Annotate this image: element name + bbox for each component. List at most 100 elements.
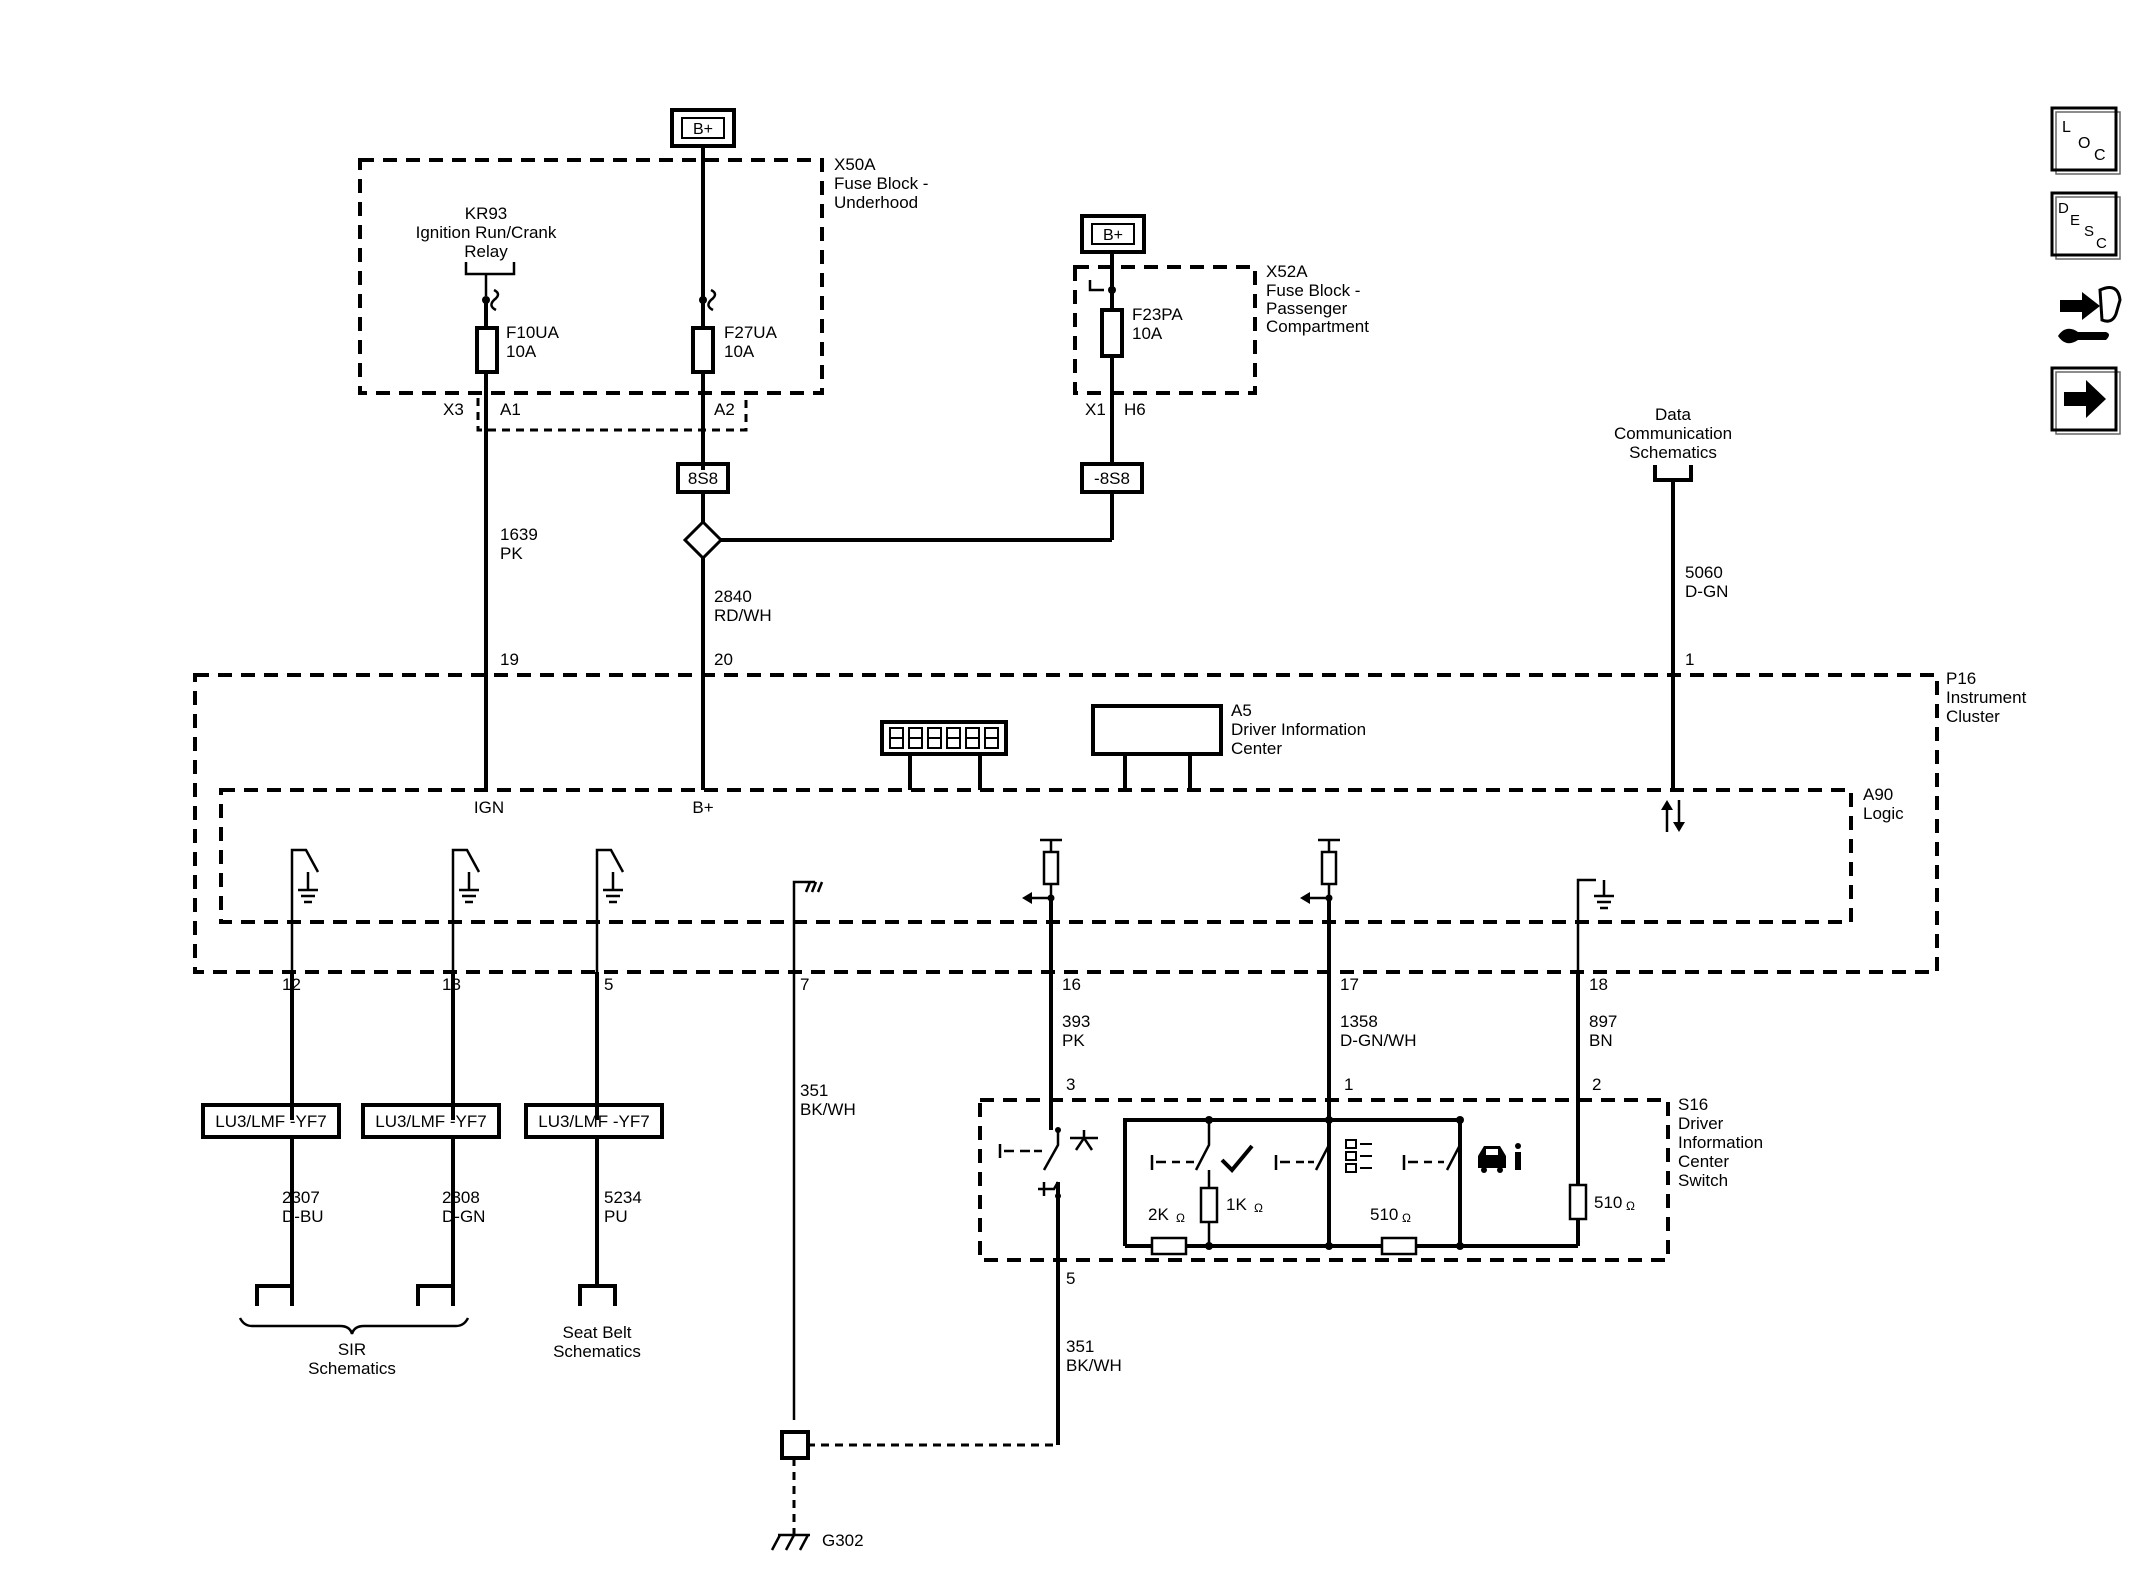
svg-text:F27UA: F27UA [724, 323, 778, 342]
data-comm-label[interactable]: Data [1655, 405, 1691, 424]
svg-text:5060: 5060 [1685, 563, 1723, 582]
svg-text:Driver: Driver [1678, 1114, 1724, 1133]
trip-reset-switch [998, 1127, 1098, 1199]
svg-text:F23PA: F23PA [1132, 305, 1183, 324]
pullup-17 [1300, 838, 1340, 904]
x50a-connector-symbol-b [707, 288, 717, 312]
sir-switch-13 [451, 848, 481, 972]
svg-text:Fuse Block -: Fuse Block - [834, 174, 928, 193]
p16-instrument-cluster-outline [193, 673, 1939, 974]
odometer-display-icon [880, 720, 1008, 756]
s16-switch-outline [978, 1098, 1670, 1262]
svg-text:Ω: Ω [1402, 1211, 1411, 1225]
chassis-ground-icon [804, 881, 824, 893]
svg-text:X3: X3 [443, 400, 464, 419]
fuse-f23pa [1100, 308, 1124, 358]
svg-text:H6: H6 [1124, 400, 1146, 419]
seatbelt-schematics-link[interactable]: Seat Belt [563, 1323, 632, 1342]
svg-text:Logic: Logic [1863, 804, 1904, 823]
seatbelt-connector [578, 1284, 617, 1306]
svg-text:7: 7 [800, 975, 809, 994]
svg-text:18: 18 [1589, 975, 1608, 994]
sir-schematics-link[interactable]: SIR [338, 1340, 366, 1359]
svg-text:BK/WH: BK/WH [800, 1100, 856, 1119]
resistor-2k [1150, 1236, 1188, 1256]
vehicle-info-icon [1478, 1143, 1521, 1173]
svg-text:Underhood: Underhood [834, 193, 918, 212]
svg-text:1358: 1358 [1340, 1012, 1378, 1031]
svg-text:16: 16 [1062, 975, 1081, 994]
svg-text:2308: 2308 [442, 1188, 480, 1207]
p16-label: P16 [1946, 669, 1976, 688]
svg-text:A2: A2 [714, 400, 735, 419]
svg-text:393: 393 [1062, 1012, 1090, 1031]
svg-text:RD/WH: RD/WH [714, 606, 772, 625]
checkmark-icon [1220, 1144, 1254, 1173]
relay-contact-icon [464, 262, 516, 276]
ground-splice [780, 1430, 810, 1460]
svg-text:510: 510 [1594, 1193, 1622, 1212]
option-box-5 [524, 1103, 664, 1139]
option-box-12 [201, 1103, 341, 1139]
svg-text:2: 2 [1592, 1075, 1601, 1094]
svg-text:D: D [2058, 200, 2069, 217]
sir-connector-b [416, 1284, 455, 1306]
data-comm-connector [1653, 465, 1693, 482]
fuse-f10ua [475, 326, 499, 374]
svg-text:897: 897 [1589, 1012, 1617, 1031]
svg-text:Ω: Ω [1176, 1211, 1185, 1225]
svg-text:Information: Information [1678, 1133, 1763, 1152]
a90-label: A90 [1863, 785, 1893, 804]
svg-text:2K: 2K [1148, 1205, 1169, 1224]
svg-text:Switch: Switch [1678, 1171, 1728, 1190]
svg-text:Schematics[interactable]: Schematics [553, 1342, 641, 1361]
svg-text:D-GN: D-GN [1685, 582, 1728, 601]
g302-label: G302 [822, 1531, 864, 1550]
loc-button[interactable]: L O C [2050, 106, 2121, 175]
svg-text:PK: PK [1062, 1031, 1085, 1050]
bidirectional-data-icon [1661, 800, 1685, 832]
svg-text:L: L [2062, 119, 2071, 136]
resistor-1k [1199, 1186, 1219, 1224]
splice-diamond [682, 519, 724, 561]
svg-text:O: O [2078, 135, 2090, 152]
svg-text:Cluster: Cluster [1946, 707, 2000, 726]
wire-351-internal [792, 880, 815, 1420]
menu-list-icon [1345, 1139, 1372, 1173]
x52a-label: X52A [1266, 262, 1308, 281]
svg-text:Communication[interactable]: Communication [1614, 424, 1732, 443]
connector-x3-outline [476, 398, 748, 432]
svg-text:E: E [2070, 212, 2080, 229]
svg-text:LU3/LMF -YF7: LU3/LMF -YF7 [538, 1112, 649, 1131]
menu-switch [1274, 1120, 1372, 1173]
svg-text:B+: B+ [693, 121, 713, 138]
trip-odometer-icon [1070, 1130, 1098, 1151]
s16-label: S16 [1678, 1095, 1708, 1114]
bplus-pass-symbol: B+ [1080, 214, 1146, 254]
arrow-right-icon[interactable] [2050, 366, 2121, 435]
svg-text:19: 19 [500, 650, 519, 669]
desc-button[interactable]: D E S C [2050, 191, 2121, 260]
svg-text:10A: 10A [506, 342, 537, 361]
x50a-fuse-block-outline [358, 158, 824, 395]
g302-ground-icon [770, 1533, 810, 1551]
svg-text:B+: B+ [1103, 227, 1123, 244]
svg-text:Schematics[interactable]: Schematics [1629, 443, 1717, 462]
resistor-510-a [1380, 1236, 1418, 1256]
a5-label: A5 [1231, 701, 1252, 720]
svg-text:X1: X1 [1085, 400, 1106, 419]
svg-text:Schematics[interactable]: Schematics [308, 1359, 396, 1378]
svg-text:1: 1 [1685, 650, 1694, 669]
x50a-connector-symbol-a [490, 288, 500, 312]
svg-text:BK/WH: BK/WH [1066, 1356, 1122, 1375]
svg-text:Fuse Block -: Fuse Block - [1266, 281, 1360, 300]
svg-text:10A: 10A [1132, 324, 1163, 343]
svg-text:LU3/LMF -YF7: LU3/LMF -YF7 [215, 1112, 326, 1131]
svg-text:B+: B+ [692, 798, 713, 817]
a90-logic-outline [219, 788, 1853, 924]
svg-text:13: 13 [442, 975, 461, 994]
x50a-label: X50A [834, 155, 876, 174]
svg-text:510: 510 [1370, 1205, 1398, 1224]
tools-icon[interactable] [2058, 286, 2122, 344]
